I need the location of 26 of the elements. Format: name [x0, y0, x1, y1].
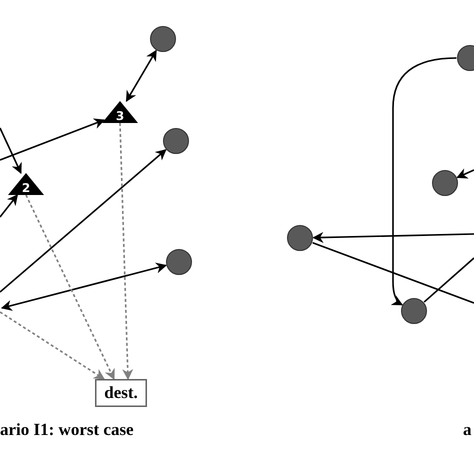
arrow: [456, 168, 474, 178]
arrow: [0, 128, 22, 174]
arrow: [312, 232, 474, 243]
arrow: [126, 50, 157, 102]
arrow: [0, 118, 106, 161]
node-label: dest.: [104, 383, 138, 403]
circle-node: [166, 249, 192, 275]
caption-text: ario I1: worst case: [0, 420, 134, 440]
arrow: [390, 57, 457, 306]
arrow: [0, 149, 167, 293]
circle-node: [150, 26, 176, 52]
arrow: [0, 194, 18, 218]
triangle-node: [8, 173, 44, 195]
circle-node: [432, 170, 458, 196]
circle-node: [287, 225, 313, 251]
circle-node: [401, 298, 427, 324]
node-number: 3: [116, 109, 124, 123]
arrow: [0, 262, 167, 311]
caption-text: a: [463, 420, 472, 440]
dashed-arrow: [0, 311, 105, 380]
destination-box: [95, 379, 147, 407]
dashed-arrow: [119, 122, 134, 380]
dashed-arrow: [25, 194, 115, 380]
triangle-node: [102, 101, 138, 123]
node-number: 2: [22, 181, 30, 195]
circle-node: [163, 128, 189, 154]
